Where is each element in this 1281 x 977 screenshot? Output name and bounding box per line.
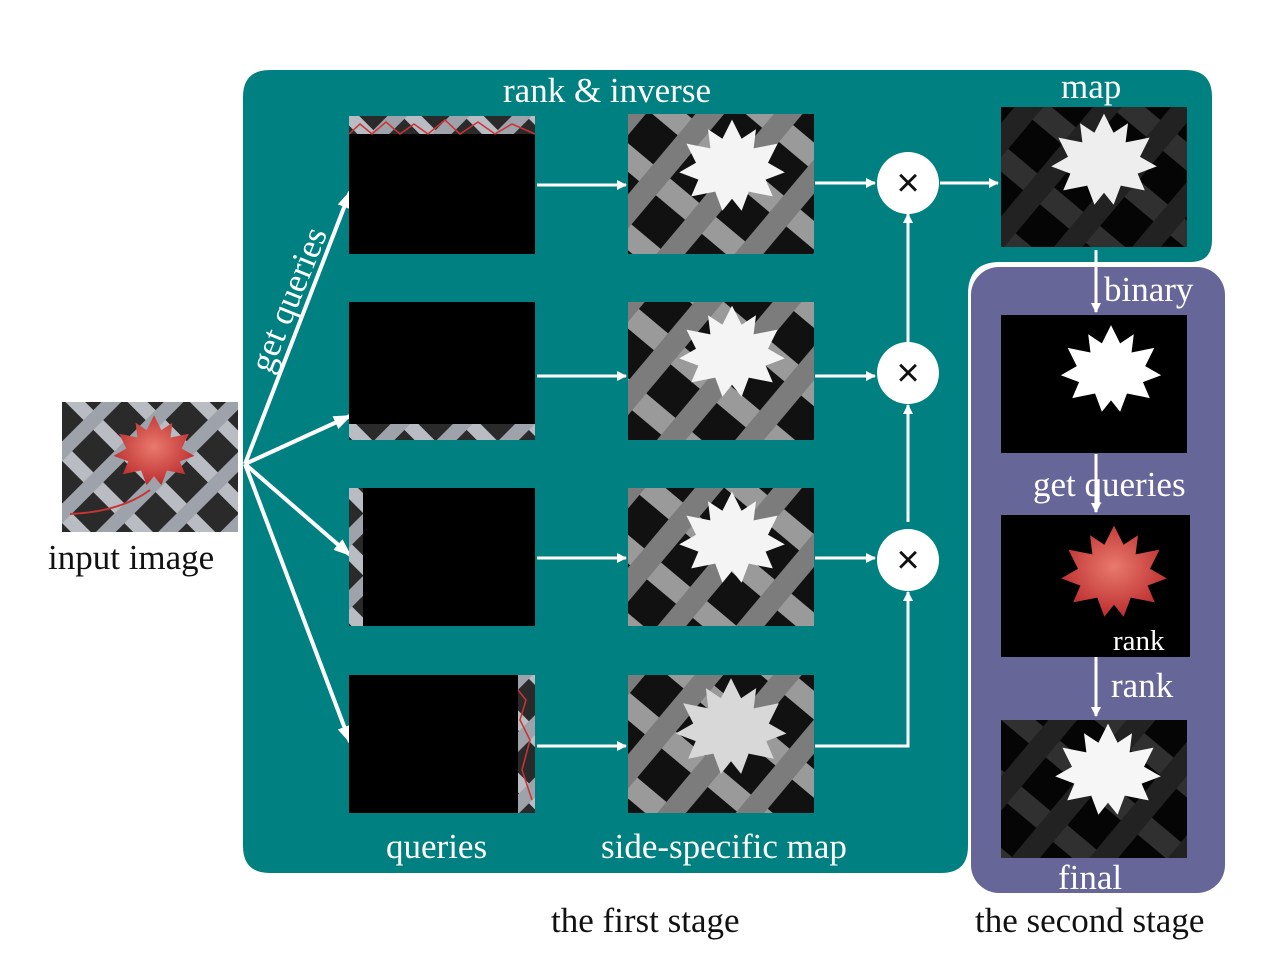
input-image-thumbnail	[62, 402, 238, 532]
side-map-right	[628, 675, 814, 813]
get-queries-second-label: get queries	[1033, 465, 1186, 504]
arrow-to-query-bottom-side	[244, 414, 352, 466]
input-image-label: input image	[48, 538, 215, 577]
binary-label: binary	[1104, 270, 1194, 309]
query-image-right	[349, 675, 535, 813]
final-saliency-image	[1001, 720, 1187, 858]
rank-step-label: rank	[1111, 666, 1174, 705]
side-map-top	[628, 114, 814, 254]
query-image-left	[349, 488, 535, 626]
fan-out-arrows	[243, 190, 352, 744]
multiply-node-3: ×	[877, 529, 939, 591]
multiply-node-1: ×	[877, 152, 939, 214]
final-label: final	[1058, 858, 1123, 897]
second-stage-label: the second stage	[975, 901, 1205, 940]
query-image-bottom	[349, 302, 535, 440]
arrow-to-query-right	[243, 463, 352, 744]
multiply-node-2: ×	[877, 342, 939, 404]
map-to-multiply-arrows	[815, 178, 999, 748]
arrow-to-query-top	[243, 190, 352, 465]
query-leaf-image	[1001, 515, 1190, 657]
rank-inner-label: rank	[1113, 625, 1165, 657]
arrow-to-query-left	[243, 462, 352, 557]
first-stage-panel	[243, 70, 1212, 873]
svg-text:×: ×	[896, 538, 919, 582]
svg-text:×: ×	[896, 351, 919, 395]
side-map-bottom	[628, 302, 814, 440]
side-specific-map-label: side-specific map	[601, 827, 847, 866]
query-image-top	[348, 116, 536, 254]
queries-label: queries	[386, 827, 488, 866]
side-map-left	[628, 488, 814, 626]
combined-map-image	[1001, 107, 1187, 247]
map-label: map	[1061, 67, 1122, 106]
binary-image	[1001, 315, 1187, 453]
query-to-map-arrows	[537, 180, 627, 751]
first-stage-label: the first stage	[551, 901, 740, 940]
svg-text:×: ×	[896, 161, 919, 205]
rank-inverse-label: rank & inverse	[503, 71, 711, 110]
